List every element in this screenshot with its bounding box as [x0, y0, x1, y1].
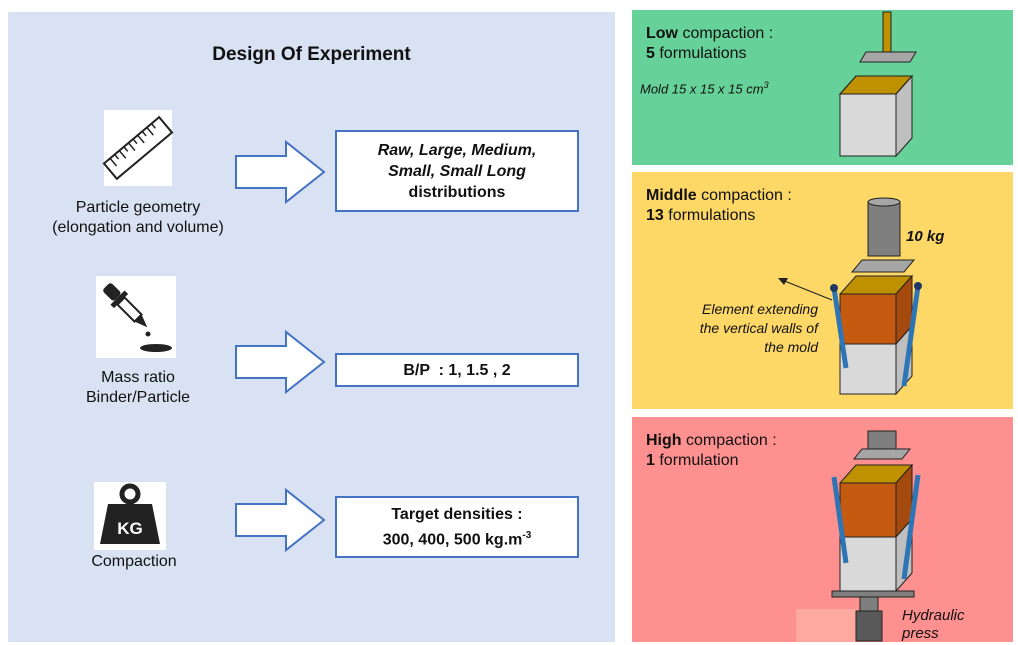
low-compaction-heading: Low compaction : 5 formulations — [646, 25, 774, 62]
arrow-right-icon — [235, 329, 326, 395]
mold-size-label: Mold 15 x 15 x 15 cm3 — [640, 80, 769, 97]
svg-text:KG: KG — [117, 519, 143, 538]
mold-middle-icon — [778, 197, 922, 396]
mold-high-icon — [831, 430, 921, 642]
factor-label-mass-ratio: Mass ratio Binder/Particle — [85, 369, 191, 406]
levels-compaction: Target densities : 300, 400, 500 kg.m-3 — [335, 496, 579, 558]
hydraulic-press-label: Hydraulic press — [902, 607, 965, 642]
levels-geometry: Raw, Large, Medium, Small, Small Long di… — [335, 130, 579, 212]
factor-label-compaction: Compaction — [91, 553, 177, 570]
extension-annotation: Element extending the vertical walls of … — [699, 301, 818, 355]
levels-mass-ratio: B/P : 1, 1.5 , 2 — [335, 353, 579, 387]
arrow-right-icon — [235, 139, 326, 205]
middle-compaction-heading: Middle compaction : 13 formulations — [646, 187, 792, 224]
weight-label: 10 kg — [906, 228, 945, 245]
kg-weight-icon: KG — [94, 482, 166, 550]
low-compaction-panel: Low compaction : 5 formulations Mold 15 … — [632, 10, 1013, 165]
factor-label-geometry: Particle geometry (elongation and volume… — [52, 199, 224, 236]
doe-title: Design Of Experiment — [212, 44, 411, 65]
ruler-icon — [102, 110, 174, 186]
highlight-patch — [796, 609, 858, 642]
dropper-icon — [96, 276, 176, 358]
arrow-right-icon — [235, 487, 326, 553]
high-compaction-panel: High compaction : 1 formulation Hydrauli… — [632, 417, 1013, 642]
doe-panel: Design Of Experiment Particle geometry (… — [8, 12, 615, 642]
mold-low-icon — [838, 11, 917, 158]
high-compaction-heading: High compaction : 1 formulation — [646, 432, 777, 469]
middle-compaction-panel: Middle compaction : 13 formulations 10 k… — [632, 172, 1013, 409]
